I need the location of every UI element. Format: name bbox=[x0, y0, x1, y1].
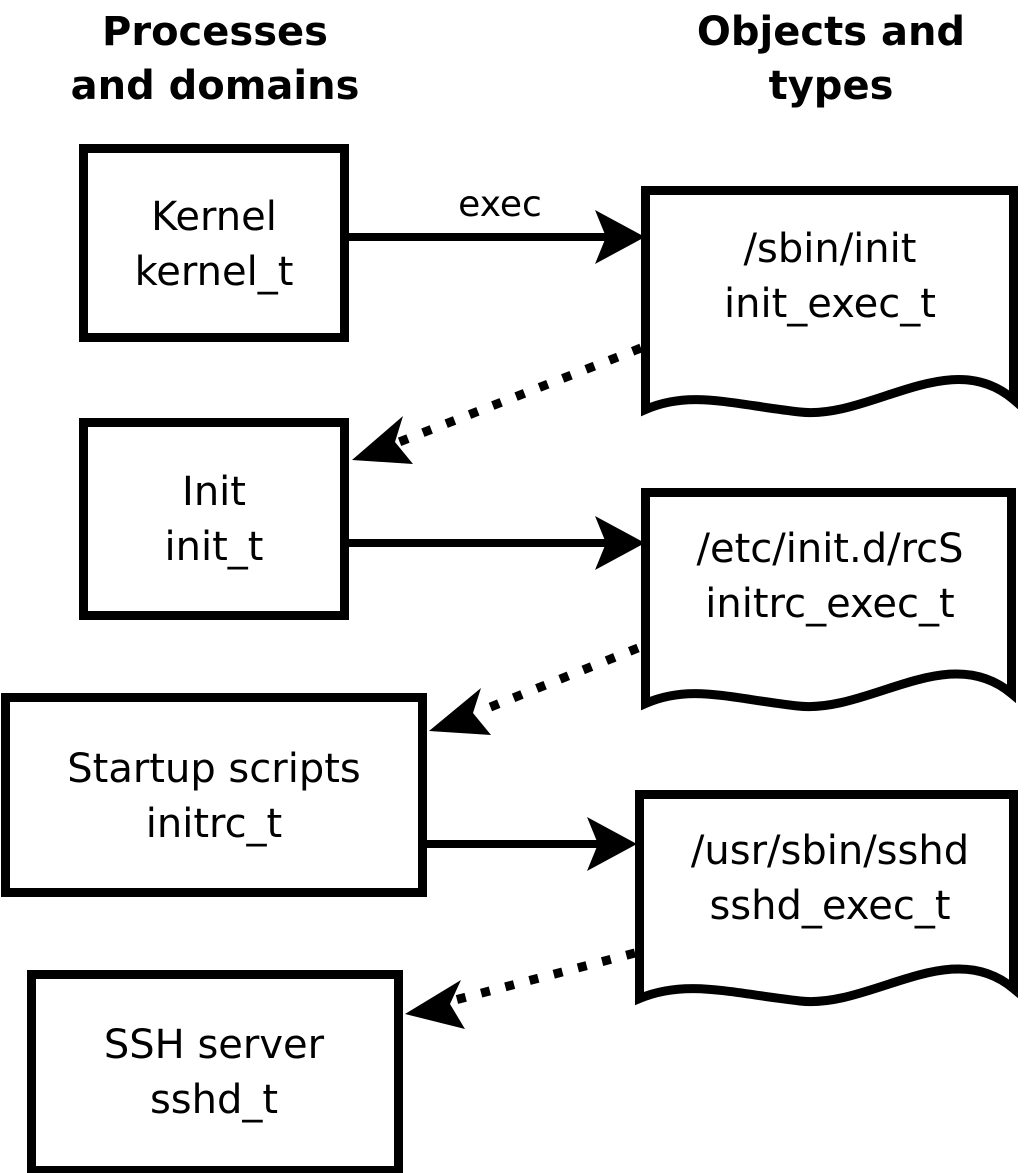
object-node-initrc_exec-document-shape[interactable] bbox=[641, 488, 1016, 712]
object-node-sshd_exec-document-shape[interactable] bbox=[635, 790, 1018, 1007]
process-node-initrc-type: initrc_t bbox=[146, 801, 283, 847]
object-node-init_exec-path: /sbin/init bbox=[744, 226, 917, 272]
left-column-header: Processes and domains bbox=[71, 9, 360, 109]
process-node-sshd-type: sshd_t bbox=[150, 1077, 278, 1123]
edge-label-exec: exec bbox=[458, 184, 542, 225]
edge-initrc_exec-transition-initrc bbox=[429, 643, 640, 735]
process-node-init[interactable]: Init init_t bbox=[79, 418, 349, 620]
process-node-kernel[interactable]: Kernel kernel_t bbox=[79, 144, 349, 342]
object-node-initrc_exec-path: /etc/init.d/rcS bbox=[696, 526, 963, 572]
edge-initrc_exec-transition-line bbox=[476, 643, 640, 717]
edge-sshd_exec-transition-arrowhead bbox=[405, 980, 465, 1029]
process-node-initrc[interactable]: Startup scripts initrc_t bbox=[1, 693, 427, 897]
right-column-header: Objects and types bbox=[697, 9, 965, 109]
edge-init-exec-initrc_exec bbox=[348, 516, 645, 570]
process-node-sshd[interactable]: SSH server sshd_t bbox=[27, 970, 403, 1173]
edge-initrc-exec-sshd_exec bbox=[427, 817, 637, 871]
object-node-initrc_exec-type: initrc_exec_t bbox=[705, 581, 954, 627]
object-node-init_exec-type: init_exec_t bbox=[724, 281, 936, 327]
left-column-header-line1: Processes bbox=[102, 9, 328, 55]
object-node-sshd_exec-path: /usr/sbin/sshd bbox=[691, 828, 969, 874]
edge-initrc-exec-arrowhead bbox=[587, 817, 637, 871]
process-node-init-box[interactable] bbox=[79, 418, 349, 620]
edge-init-exec-arrowhead bbox=[595, 516, 645, 570]
right-column-header-line1: Objects and bbox=[697, 9, 965, 55]
process-node-init-type: init_t bbox=[165, 524, 264, 570]
edge-kernel-exec-arrowhead bbox=[595, 210, 645, 264]
right-column-header-line2: types bbox=[769, 63, 894, 109]
object-node-sshd_exec-type: sshd_exec_t bbox=[709, 883, 950, 929]
process-node-sshd-box[interactable] bbox=[27, 970, 403, 1173]
object-node-init_exec-document-shape[interactable] bbox=[641, 186, 1018, 418]
edge-sshd_exec-transition-line bbox=[453, 948, 637, 1005]
object-node-sshd_exec[interactable]: /usr/sbin/sshd sshd_exec_t bbox=[635, 790, 1018, 1007]
process-node-initrc-box[interactable] bbox=[1, 693, 427, 897]
edge-sshd_exec-transition-sshd bbox=[405, 948, 637, 1029]
process-node-kernel-type: kernel_t bbox=[135, 249, 294, 295]
edge-initrc_exec-transition-arrowhead bbox=[429, 688, 491, 735]
edge-init_exec-transition-line bbox=[397, 343, 643, 447]
edge-init_exec-transition-arrowhead bbox=[352, 416, 413, 464]
process-node-kernel-name: Kernel bbox=[151, 194, 277, 240]
process-node-init-name: Init bbox=[182, 469, 246, 515]
process-node-initrc-name: Startup scripts bbox=[67, 746, 360, 792]
left-column-header-line2: and domains bbox=[71, 63, 360, 109]
process-node-sshd-name: SSH server bbox=[104, 1022, 325, 1068]
edge-init_exec-transition-init bbox=[352, 343, 643, 464]
object-node-initrc_exec[interactable]: /etc/init.d/rcS initrc_exec_t bbox=[641, 488, 1016, 712]
edge-kernel-exec-init_exec: exec bbox=[349, 184, 645, 264]
object-node-init_exec[interactable]: /sbin/init init_exec_t bbox=[641, 186, 1018, 418]
process-node-kernel-box[interactable] bbox=[79, 144, 349, 342]
